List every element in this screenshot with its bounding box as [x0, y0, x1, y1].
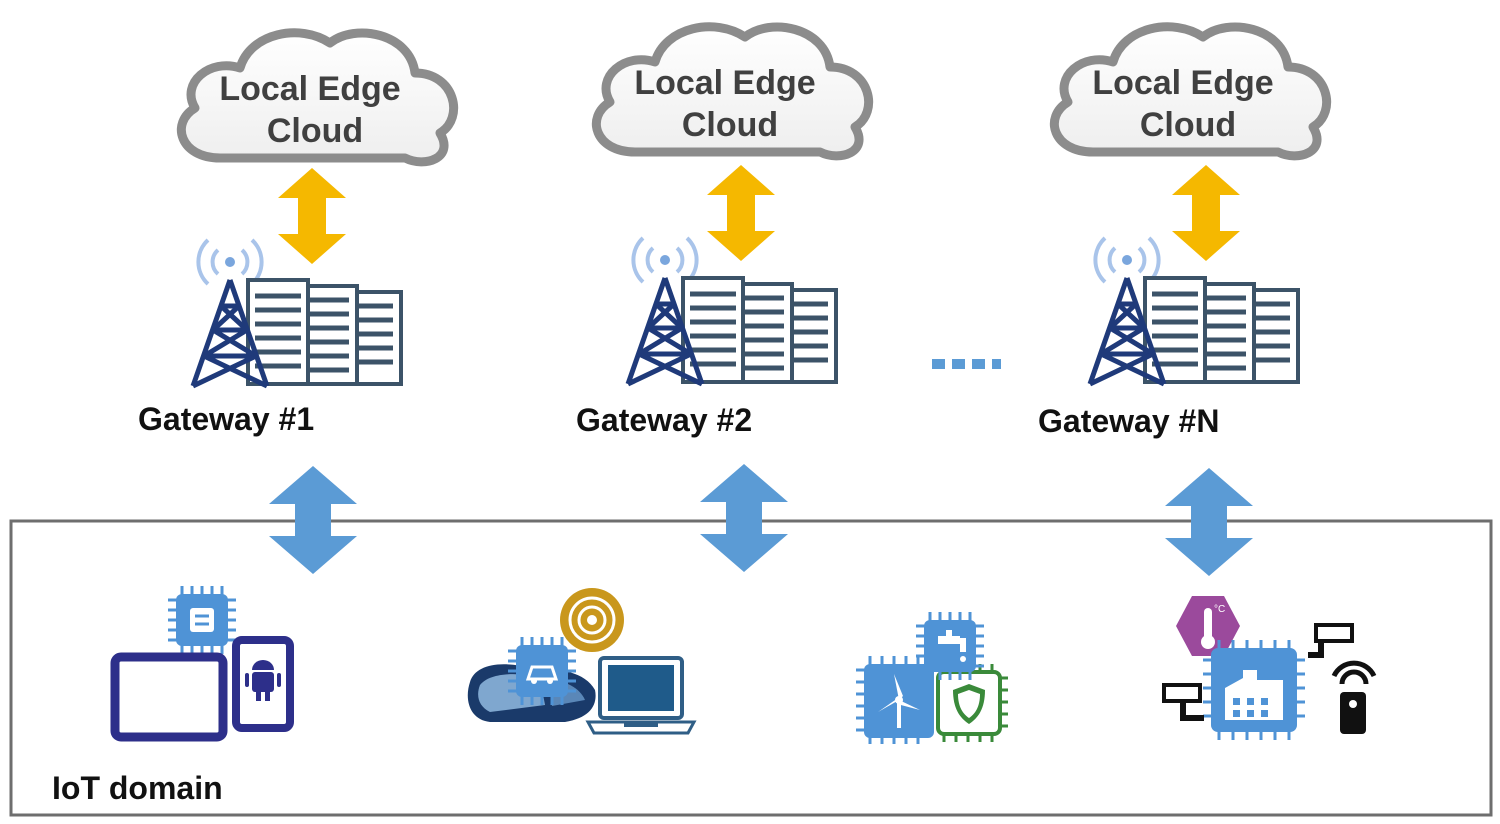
shield-chip-icon — [936, 664, 1008, 742]
cloud-2-line2: Cloud — [682, 106, 778, 144]
cloud-3-line2: Cloud — [1140, 106, 1236, 144]
cloud-gateway-arrow-3 — [1172, 165, 1240, 261]
gateway-n-label: Gateway #N — [1038, 403, 1219, 439]
cloud-gateway-arrow-1 — [278, 168, 346, 264]
cloud-1-line2: Cloud — [267, 112, 363, 150]
remote-icon — [1331, 660, 1377, 734]
camera-icon-right — [1308, 623, 1354, 658]
cloud-2: Local Edge Cloud — [596, 27, 868, 156]
laptop-icon — [585, 656, 697, 735]
broadcast-icon — [560, 588, 624, 652]
thermometer-icon: °C — [1176, 596, 1240, 656]
device-group-3 — [856, 610, 1008, 744]
chip-icon — [166, 584, 238, 656]
wind-turbine-chip-icon — [856, 656, 934, 744]
cloud-3: Local Edge Cloud — [1054, 27, 1326, 156]
iot-domain-label: IoT domain — [52, 770, 223, 806]
gateway-2-label: Gateway #2 — [576, 402, 752, 438]
gateway-1-label: Gateway #1 — [138, 401, 314, 437]
cloud-gateway-arrow-2 — [707, 165, 775, 261]
svg-text:°C: °C — [1214, 604, 1225, 615]
device-group-1 — [110, 584, 294, 742]
cloud-2-line1: Local Edge — [634, 64, 815, 102]
ellipsis-dots — [932, 359, 1001, 369]
cloud-3-line1: Local Edge — [1092, 64, 1273, 102]
camera-icon-left — [1162, 683, 1204, 721]
tablet-icon — [110, 652, 228, 742]
factory-chip-icon — [1203, 640, 1305, 740]
gateway-1-icon — [193, 240, 401, 386]
water-tap-chip-icon — [914, 610, 986, 682]
gateway-n-icon — [1090, 238, 1298, 384]
gateway-2-icon — [628, 238, 836, 384]
cloud-1-line1: Local Edge — [219, 70, 400, 108]
chip-car-icon — [506, 635, 578, 707]
cloud-1: Local Edge Cloud — [181, 33, 453, 162]
android-phone-icon — [232, 636, 294, 732]
device-group-4: °C — [1162, 596, 1377, 740]
device-group-2 — [467, 588, 697, 735]
gateway-iot-arrow-2 — [700, 464, 788, 572]
